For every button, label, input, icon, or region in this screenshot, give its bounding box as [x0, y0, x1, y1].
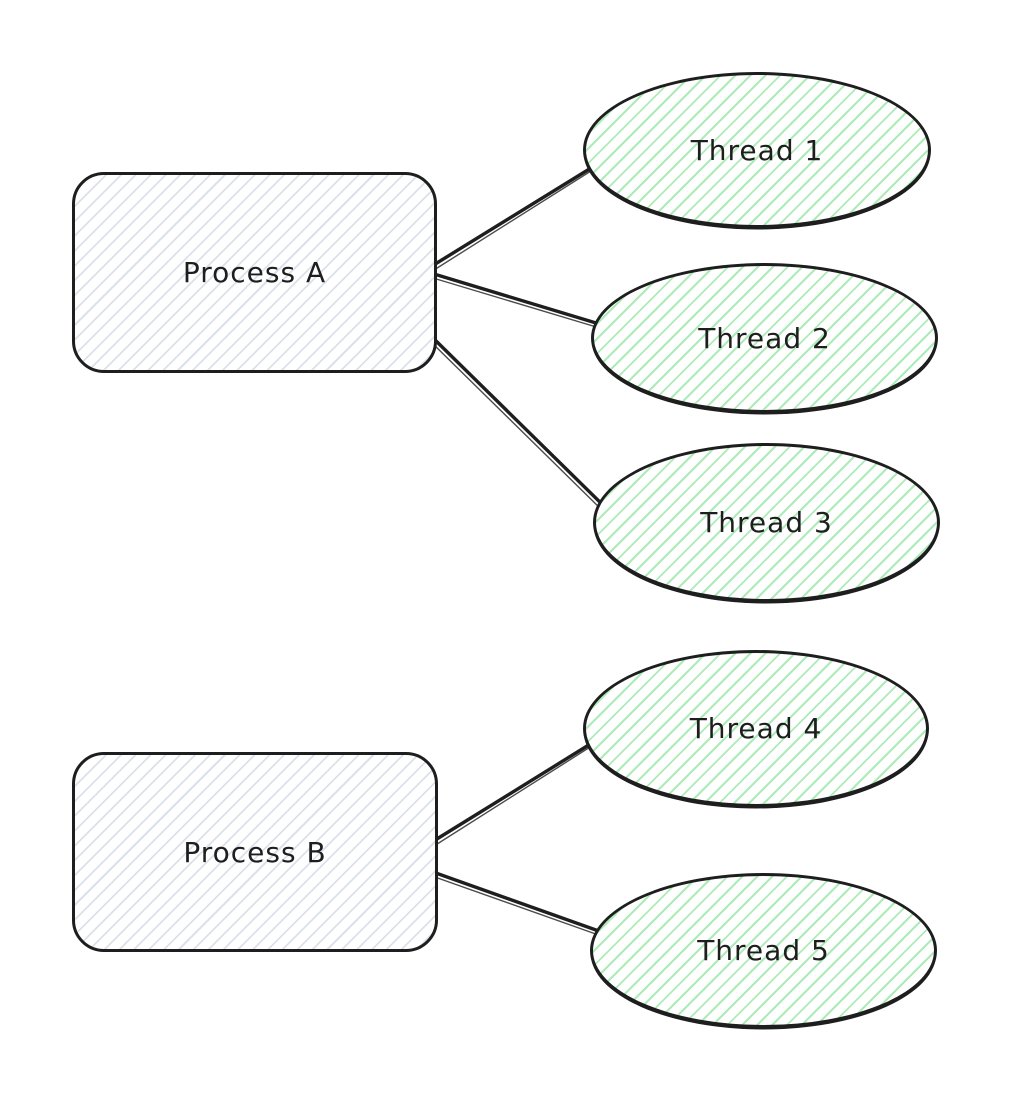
thread-5-label: Thread 5	[697, 934, 830, 967]
thread-3-label: Thread 3	[700, 506, 833, 539]
edge-process-b-thread-4[interactable]	[430, 736, 602, 847]
node-thread-1[interactable]: Thread 1	[583, 72, 931, 228]
thread-2-label: Thread 2	[698, 321, 831, 355]
node-thread-3[interactable]: Thread 3	[593, 443, 940, 602]
node-process-a[interactable]: Process A	[72, 172, 437, 373]
thread-1-label: Thread 1	[690, 133, 824, 167]
edge-process-a-thread-3[interactable]	[427, 334, 612, 516]
process-b-label: Process B	[183, 835, 327, 869]
edge-process-b-thread-5[interactable]	[431, 870, 612, 939]
edge-process-a-thread-1[interactable]	[430, 158, 606, 271]
process-a-label: Process A	[182, 256, 327, 289]
edge-process-a-thread-2[interactable]	[432, 272, 608, 330]
node-process-b[interactable]: Process B	[72, 752, 438, 952]
node-thread-4[interactable]: Thread 4	[583, 650, 929, 807]
thread-4-label: Thread 4	[689, 712, 823, 745]
node-thread-5[interactable]: Thread 5	[590, 873, 937, 1028]
node-thread-2[interactable]: Thread 2	[591, 263, 938, 413]
